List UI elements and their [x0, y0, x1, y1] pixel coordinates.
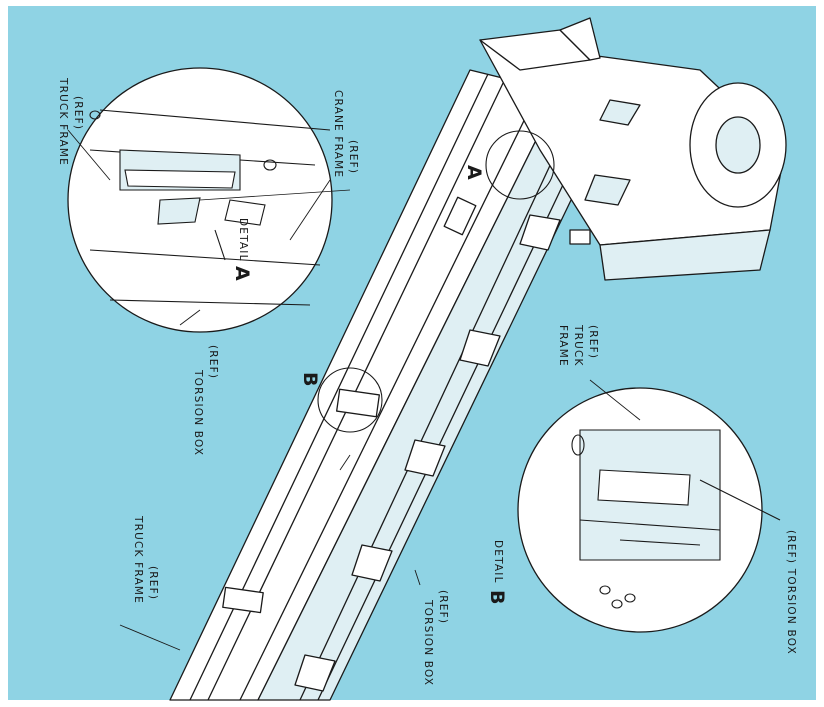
a-truck-frame-text: TRUCK FRAME — [57, 77, 69, 166]
b-truck-frame-line1: TRUCK — [572, 324, 584, 367]
a-truck-frame-ref: (REF) — [72, 96, 84, 130]
cross-members — [294, 214, 561, 692]
truck-frame-text-2: TRUCK FRAME — [132, 515, 144, 604]
torsion-box-ref-2: (REF) — [437, 590, 449, 624]
b-detail-letter: B — [486, 590, 508, 604]
b-truck-frame-line2: FRAME — [557, 325, 569, 367]
main-boom-assembly — [169, 17, 787, 701]
b-truck-frame-ref: (REF) — [587, 325, 599, 359]
detail-a-labels: (REF) TRUCK FRAME (REF) CRANE FRAME DETA… — [57, 77, 359, 456]
b-torsion-box-text: (REF) TORSION BOX — [785, 530, 797, 655]
a-detail-letter: A — [231, 266, 253, 281]
torsion-box-text-2: TORSION BOX — [422, 599, 434, 686]
callout-circle-a — [485, 130, 555, 200]
mount-plate-top — [443, 196, 477, 236]
callout-letter-b: B — [299, 372, 321, 386]
leader-lines — [67, 129, 641, 651]
mount-plate-low — [222, 586, 264, 614]
a-crane-frame-ref: (REF) — [347, 140, 359, 174]
a-crane-frame-text: CRANE FRAME — [332, 90, 344, 178]
a-detail-word: DETAIL — [237, 218, 249, 262]
callout-labels: A B — [299, 165, 485, 386]
callout-letter-a: A — [463, 165, 485, 180]
truck-frame-ref-2: (REF) — [147, 566, 159, 600]
torsion-box-text-1: TORSION BOX — [192, 369, 204, 456]
detail-b-labels: (REF) TRUCK FRAME DETAIL B (REF) TORSION… — [486, 324, 797, 655]
b-detail-word: DETAIL — [492, 540, 504, 584]
torsion-box-ref-1: (REF) — [207, 345, 219, 379]
detail-b-view — [517, 387, 781, 633]
mount-plate-mid — [336, 388, 380, 418]
callout-circle-b — [317, 367, 383, 433]
main-labels: (REF) TRUCK FRAME (REF) TORSION BOX — [132, 515, 449, 686]
detail-a-view — [67, 67, 351, 333]
